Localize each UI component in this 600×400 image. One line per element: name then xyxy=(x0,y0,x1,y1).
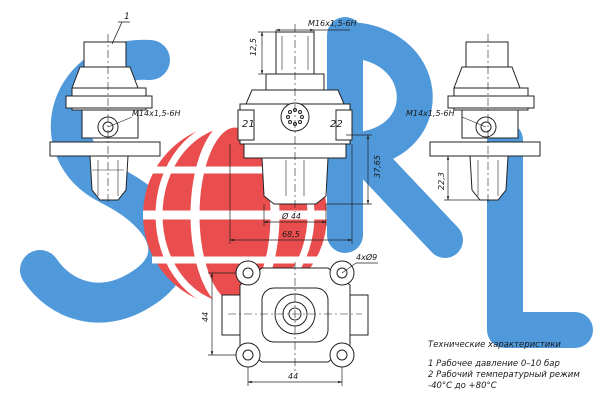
right-height-label: 22,3 xyxy=(437,172,446,190)
bottom-view xyxy=(221,260,369,372)
right-view xyxy=(429,34,541,205)
height-top-label: 12,5 xyxy=(249,38,258,56)
watermark-letter-l xyxy=(487,122,593,348)
left-callout-label: 1 xyxy=(124,12,130,22)
port-22-label: 22 xyxy=(330,119,343,130)
left-view xyxy=(49,21,161,205)
specs-line-1: 1 Рабочее давление 0–10 бар xyxy=(428,359,560,369)
port-21-label: 21 xyxy=(242,119,255,130)
center-dimensions xyxy=(229,28,372,244)
center-view xyxy=(237,24,353,212)
right-thread-label: M14x1,5-6H xyxy=(406,109,455,118)
specs-line-3: -40°С до +80°С xyxy=(428,381,497,391)
holes-label: 4xØ9 xyxy=(356,252,377,262)
bottom-dimensions xyxy=(208,262,378,386)
specs-title: Технические характеристики xyxy=(428,340,561,350)
left-thread-label: M14x1,5-6H xyxy=(132,109,181,118)
watermark-letter-r xyxy=(327,17,463,258)
width-label: 68,5 xyxy=(282,230,300,239)
bottom-vertical-dim-label: 44 xyxy=(201,312,210,322)
height-right-label: 37,65 xyxy=(373,155,382,178)
top-thread-label: M16x1,5-6H xyxy=(308,19,357,28)
specs-line-2: 2 Рабочий температурный режим xyxy=(428,370,580,380)
diameter-label: Ø 44 xyxy=(281,211,301,221)
right-dimensions xyxy=(444,155,480,201)
bottom-horizontal-dim-label: 44 xyxy=(288,372,298,381)
